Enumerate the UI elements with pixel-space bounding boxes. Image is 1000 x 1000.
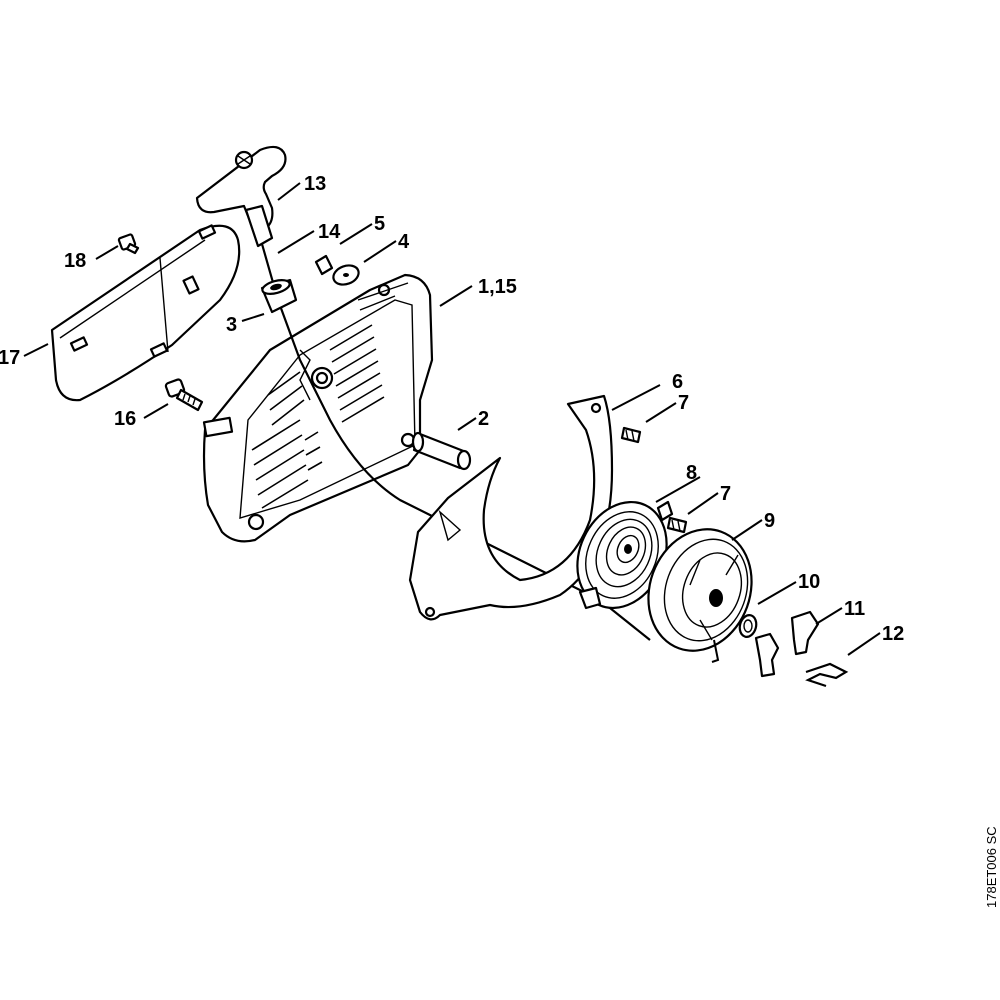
part-7-upper-screw — [620, 426, 642, 444]
part-12-spring-clip — [805, 662, 849, 688]
callout-4: 4 — [398, 231, 410, 253]
part-11-pawl-b — [754, 632, 780, 678]
callout-9: 9 — [764, 510, 775, 532]
part-9-rope-rotor — [647, 528, 753, 663]
callout-5: 5 — [374, 213, 385, 235]
callout-13: 13 — [304, 173, 326, 195]
callout-8: 8 — [686, 462, 697, 484]
drawing-code: 178ET006 SC — [984, 826, 999, 908]
callout-17: 17 — [0, 347, 20, 369]
callout-3: 3 — [226, 314, 237, 336]
callout-12: 12 — [882, 623, 904, 645]
part-11-pawl-a — [790, 610, 820, 656]
part-16-screw — [164, 378, 204, 412]
callout-6: 6 — [672, 371, 683, 393]
leader-lines — [23, 182, 881, 656]
callout-7-lower: 7 — [720, 483, 731, 505]
part-5-sleeve — [314, 254, 334, 276]
part-4-washer — [332, 264, 360, 286]
callout-10: 10 — [798, 571, 820, 593]
callout-16: 16 — [114, 408, 136, 430]
part-3-rope-guide-bushing — [260, 278, 298, 314]
callout-7-upper: 7 — [678, 392, 689, 414]
part-13-starter-grip — [195, 145, 287, 248]
part-2-spacer — [411, 431, 472, 471]
part-18-screw — [117, 233, 140, 255]
part-7-lower-screw — [666, 516, 688, 534]
part-10-circlip — [738, 614, 758, 638]
callout-14: 14 — [318, 221, 341, 243]
part-1-15-fan-housing — [202, 273, 434, 543]
part-17-cover-plate — [50, 224, 241, 402]
callout-1-15: 1,15 — [478, 276, 517, 298]
callout-2: 2 — [478, 408, 489, 430]
callout-labels: 13 14 5 4 1,15 3 18 17 16 2 6 7 8 7 9 10… — [0, 173, 904, 645]
callout-11: 11 — [844, 598, 865, 620]
callout-18: 18 — [64, 250, 86, 272]
